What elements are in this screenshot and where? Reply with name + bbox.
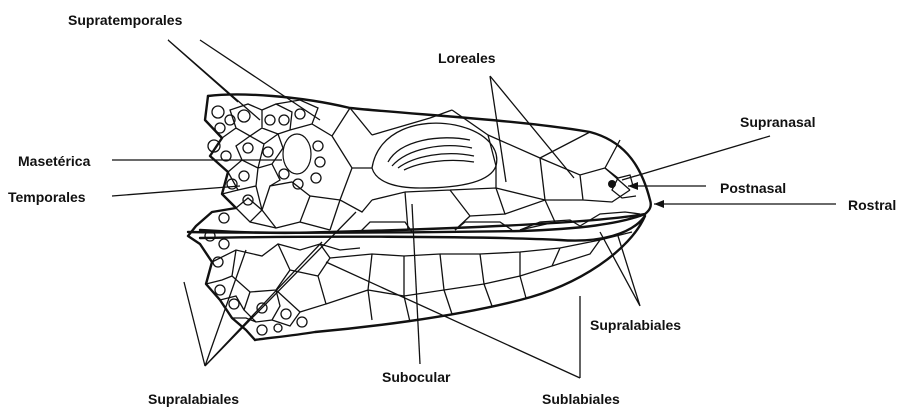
rostral-arrowhead [654, 200, 664, 208]
head-scales [206, 100, 640, 326]
lizard-head-illustration [188, 95, 651, 341]
label-rostral: Rostral [848, 197, 896, 213]
label-supralabiales-right: Supralabiales [590, 317, 681, 333]
label-postnasal: Postnasal [720, 180, 786, 196]
lower-jaw-outline [200, 216, 645, 340]
leader-loreales [490, 76, 574, 182]
leader-subocular [412, 204, 420, 364]
leader-temporales [112, 186, 240, 196]
leader-sublabiales [326, 262, 580, 378]
nostril [608, 180, 616, 188]
leader-lines [112, 40, 836, 378]
label-subocular: Subocular [382, 369, 451, 385]
label-supranasal: Supranasal [740, 114, 815, 130]
leader-supranasal [622, 136, 770, 180]
masseteric-scale [283, 134, 311, 174]
leader-supratemporales [168, 40, 320, 120]
label-supralabiales-left: Supralabiales [148, 391, 239, 407]
label-temporales: Temporales [8, 189, 86, 205]
label-loreales: Loreales [438, 50, 496, 66]
leader-supralabiales-right [600, 232, 640, 306]
eyelid [372, 123, 497, 188]
label-sublabiales: Sublabiales [542, 391, 620, 407]
eye-ridges [388, 138, 474, 170]
label-maseterica: Masetérica [18, 153, 91, 169]
label-supratemporales: Supratemporales [68, 12, 183, 28]
labels: Supratemporales Loreales Supranasal Mase… [8, 12, 896, 407]
